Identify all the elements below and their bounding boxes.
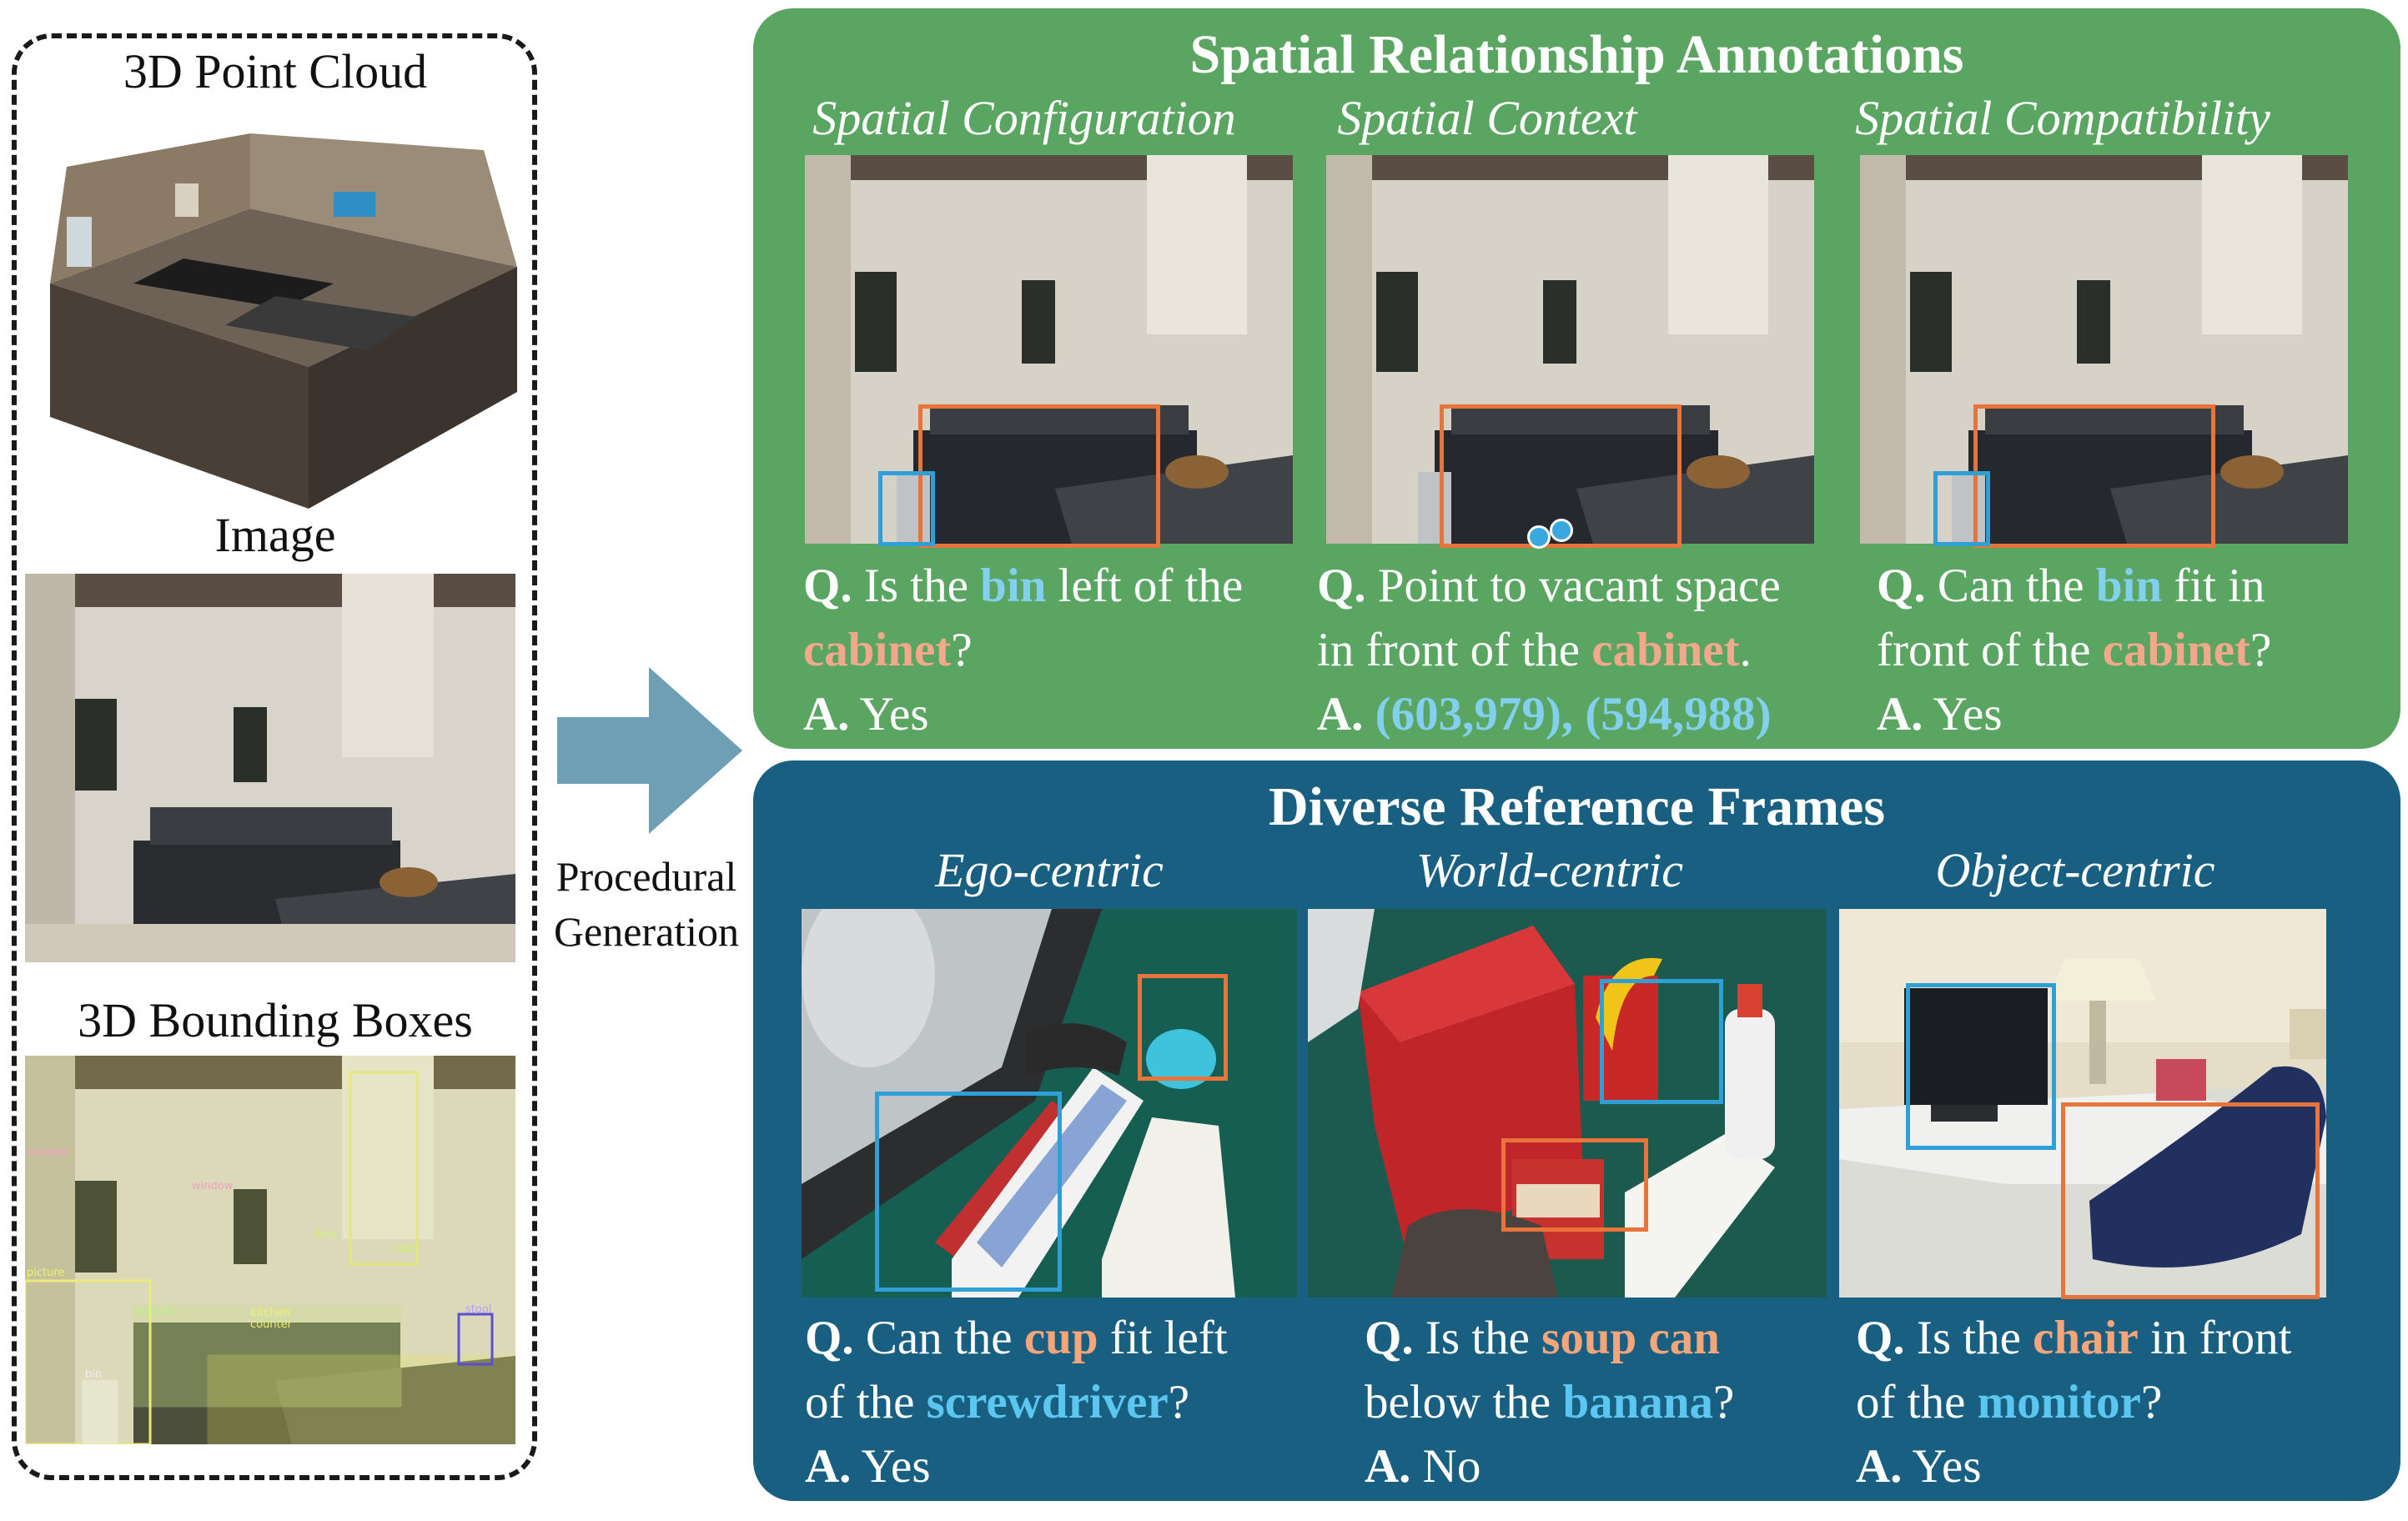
bbox-label: counter [250,1318,293,1331]
spatial-annotations-title: Spatial Relationship Annotations [1189,24,1964,85]
compatibility-photo [1860,155,2348,544]
arrow-label-line1: Procedural [555,853,737,900]
arrow-label-line2: Generation [553,908,740,955]
right-arrow-icon [557,667,742,834]
subtitle-spatial-context: Spatial Context [1337,91,1637,145]
image-title: Image [214,508,336,562]
point-cloud-image [33,117,517,509]
cup-box [1138,974,1228,1081]
qa-ego-centric: Q. Can the cup fit left of the screwdriv… [805,1312,1228,1493]
input-sources-panel [12,33,537,1480]
bbox-label: picture [27,1267,64,1279]
subtitle-ego-centric: Ego-centric [935,843,1164,897]
kitchen-image [25,574,515,962]
bbox-title: 3D Bounding Boxes [78,993,473,1047]
reference-frames-title: Diverse Reference Frames [1268,776,1886,837]
context-photo [1326,155,1814,544]
bbox-label: kitchen [250,1307,290,1319]
vacant-point-marker [1527,525,1551,549]
configuration-photo [805,155,1293,544]
object-centric-photo [1839,909,2326,1298]
bbox-label: door [313,1228,338,1241]
vacant-point-marker [1550,519,1573,542]
cabinet-box [918,404,1160,548]
bbox-label: door [392,1242,417,1255]
world-centric-photo [1308,909,1827,1298]
qa-context: Q. Point to vacant space in front of the… [1317,560,1781,740]
banana-box [1600,979,1723,1104]
bin-box [1933,471,1990,546]
chair-box [2061,1102,2320,1299]
screwdriver-box [875,1092,1062,1292]
subtitle-world-centric: World-centric [1415,843,1684,897]
cabinet-box [1973,404,2215,548]
spatial-annotations-panel: Spatial Relationship Annotations Spatial… [753,8,2400,749]
qa-world-centric: Q. Is the soup can below the banana? A. … [1365,1312,1735,1493]
bbox-label: bin [85,1368,102,1381]
cabinet-box [1440,404,1682,548]
point-cloud-title: 3D Point Cloud [123,44,428,98]
soup-can-box [1501,1138,1648,1232]
qa-compatibility: Q. Can the bin fit in front of the cabin… [1877,560,2272,740]
subtitle-spatial-configuration: Spatial Configuration [812,91,1236,145]
bbox-label: stool [465,1303,491,1316]
procedural-generation-label: Procedural Generation [542,849,751,959]
bbox-image: window window door door picture cabinet … [25,1056,515,1444]
qa-configuration: Q. Is the bin left of the cabinet? A. Ye… [803,560,1244,740]
subtitle-spatial-compatibility: Spatial Compatibility [1855,91,2270,145]
bbox-label: window [192,1180,234,1192]
bbox-label: cabinet [133,1305,173,1318]
monitor-box [1906,983,2056,1150]
subtitle-object-centric: Object-centric [1935,843,2215,897]
reference-frames-panel: Diverse Reference Frames Ego-centric Wor… [753,760,2400,1501]
bin-box [878,471,935,546]
qa-object-centric: Q. Is the chair in front of the monitor?… [1856,1312,2292,1493]
bbox-label: window [27,1147,68,1159]
